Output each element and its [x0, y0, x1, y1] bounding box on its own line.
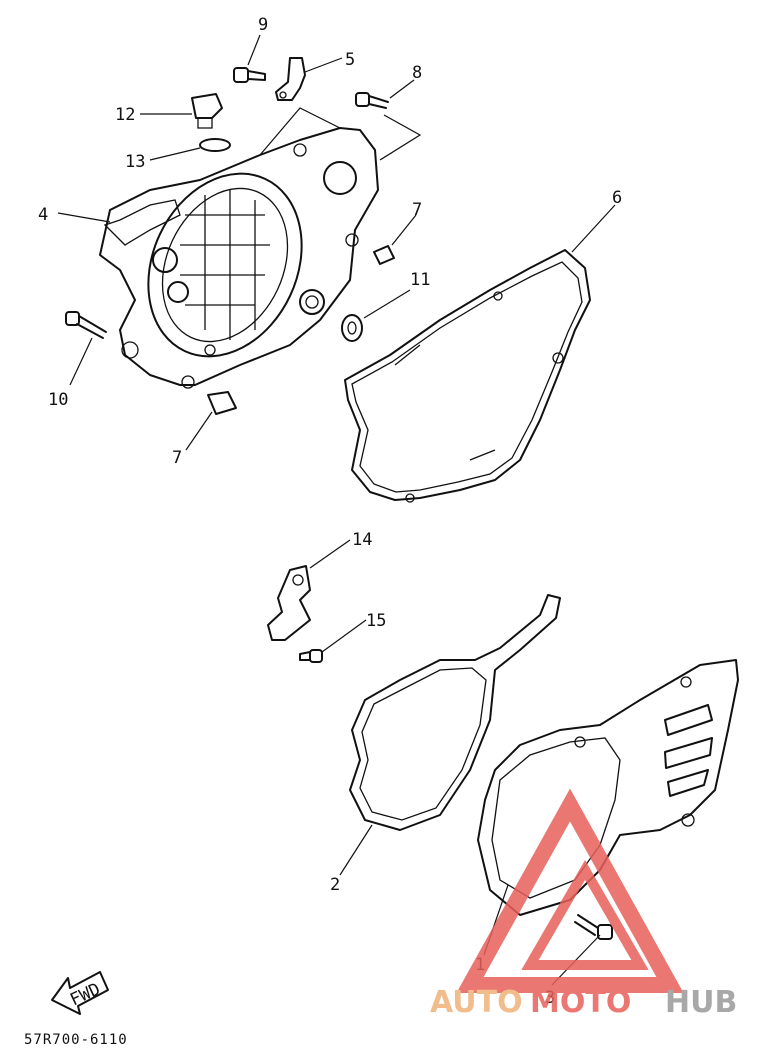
callout-7-upper: 7 — [412, 200, 422, 220]
callout-8: 8 — [412, 63, 422, 83]
callout-13: 13 — [125, 152, 145, 172]
diagram-code: 57R700-6110 — [24, 1032, 128, 1048]
oring-13 — [199, 138, 231, 152]
watermark-moto: MOTO — [530, 985, 631, 1020]
callout-6: 6 — [612, 188, 622, 208]
callout-4: 4 — [38, 205, 48, 225]
leader-lines — [57, 34, 616, 986]
gasket-2 — [349, 594, 561, 831]
crankcase-cover-1 — [477, 659, 739, 916]
callout-9: 9 — [258, 15, 268, 35]
callout-5: 5 — [345, 50, 355, 70]
bolt-3 — [574, 914, 613, 940]
callout-15: 15 — [366, 611, 386, 631]
callout-14: 14 — [352, 530, 372, 550]
bolt-10 — [65, 311, 107, 339]
gasket-6 — [344, 249, 591, 503]
callout-numbers: 1 2 3 4 5 6 7 7 8 9 10 11 12 13 14 15 — [38, 15, 622, 1008]
callout-3: 3 — [545, 988, 555, 1008]
callout-10: 10 — [48, 390, 68, 410]
bolt-8 — [355, 92, 389, 109]
plug-12 — [191, 93, 223, 129]
bracket-5 — [275, 57, 306, 101]
bracket-14 — [267, 565, 311, 641]
fwd-arrow: FWD — [51, 971, 109, 1015]
callout-2: 2 — [330, 875, 340, 895]
bolt-9 — [233, 67, 266, 83]
callout-12: 12 — [115, 105, 135, 125]
callout-7-lower: 7 — [172, 448, 182, 468]
watermark-hub: HUB — [665, 985, 737, 1020]
watermark-logo: AUTO MOTO HUB — [430, 788, 737, 1020]
oil-seal-11 — [341, 314, 363, 342]
dowel-7b — [207, 391, 237, 415]
watermark-auto: AUTO — [430, 985, 523, 1020]
fwd-label: FWD — [67, 979, 103, 1010]
bolt-15 — [299, 649, 323, 663]
crankcase-cover — [99, 127, 379, 389]
dowel-7a — [373, 245, 395, 265]
callout-11: 11 — [410, 270, 430, 290]
